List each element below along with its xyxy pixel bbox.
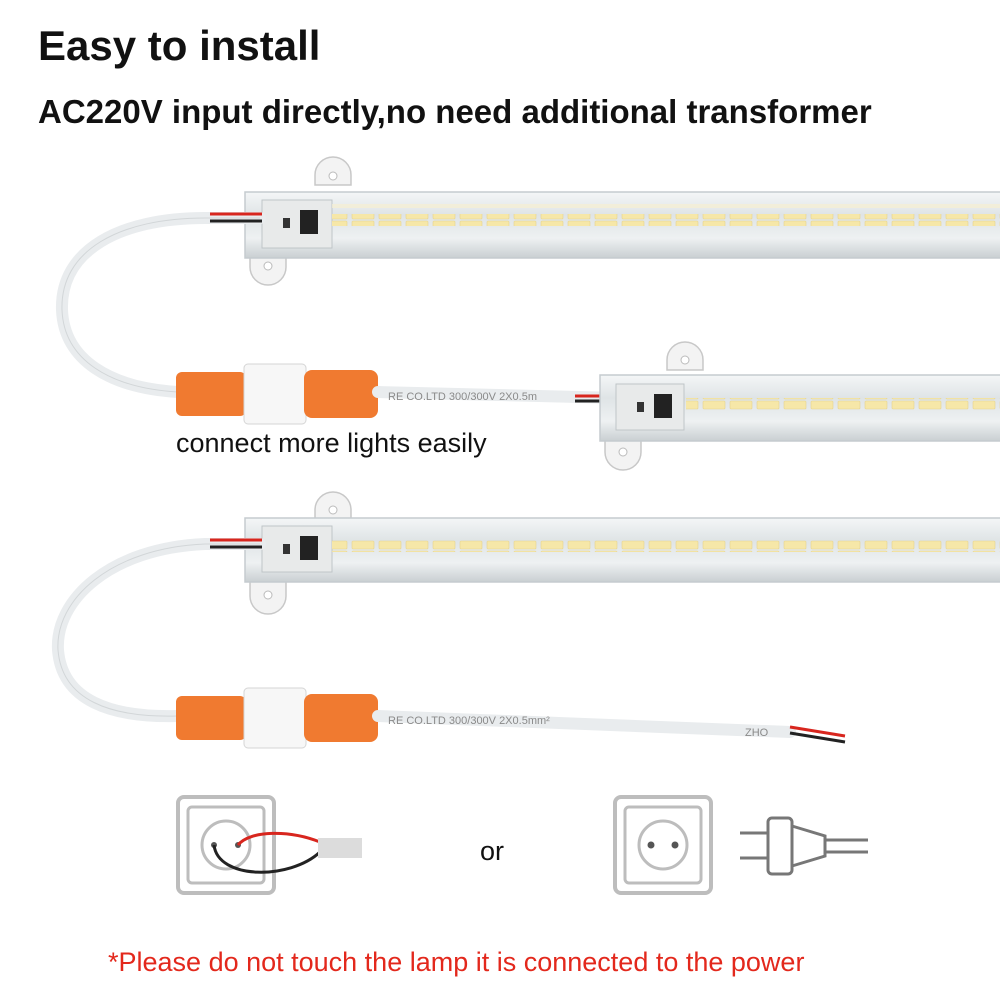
wall-socket-wired-icon (176, 795, 362, 895)
cable-print: RE CO.LTD 300/300V 2X0.5m (388, 391, 537, 403)
connector-male (304, 370, 378, 418)
wall-socket-icon (613, 795, 713, 895)
cable-print-end: ZHO (745, 727, 769, 739)
page-subtitle: AC220V input directly,no need additional… (38, 93, 872, 130)
plug-icon (740, 816, 868, 876)
mounting-clip-top (314, 156, 352, 186)
led-bar-top (244, 156, 1000, 286)
page-title: Easy to install (38, 22, 321, 69)
connector-coupler (243, 363, 307, 425)
cable-print-lower: RE CO.LTD 300/300V 2X0.5mm² (388, 715, 550, 727)
led-bar-chained (599, 341, 1000, 471)
or-label: or (480, 836, 505, 866)
cable-top: RE CO.LTD 300/300V 2X0.5m (55, 212, 626, 425)
cable-lower: RE CO.LTD 300/300V 2X0.5mm² ZHO (51, 538, 846, 749)
led-bar-lower (244, 491, 1000, 615)
connector-female (176, 372, 246, 416)
driver-chip (300, 210, 318, 234)
warning-text: *Please do not touch the lamp it is conn… (108, 947, 805, 977)
caption-connect: connect more lights easily (176, 428, 487, 458)
led-strip (332, 214, 1000, 226)
